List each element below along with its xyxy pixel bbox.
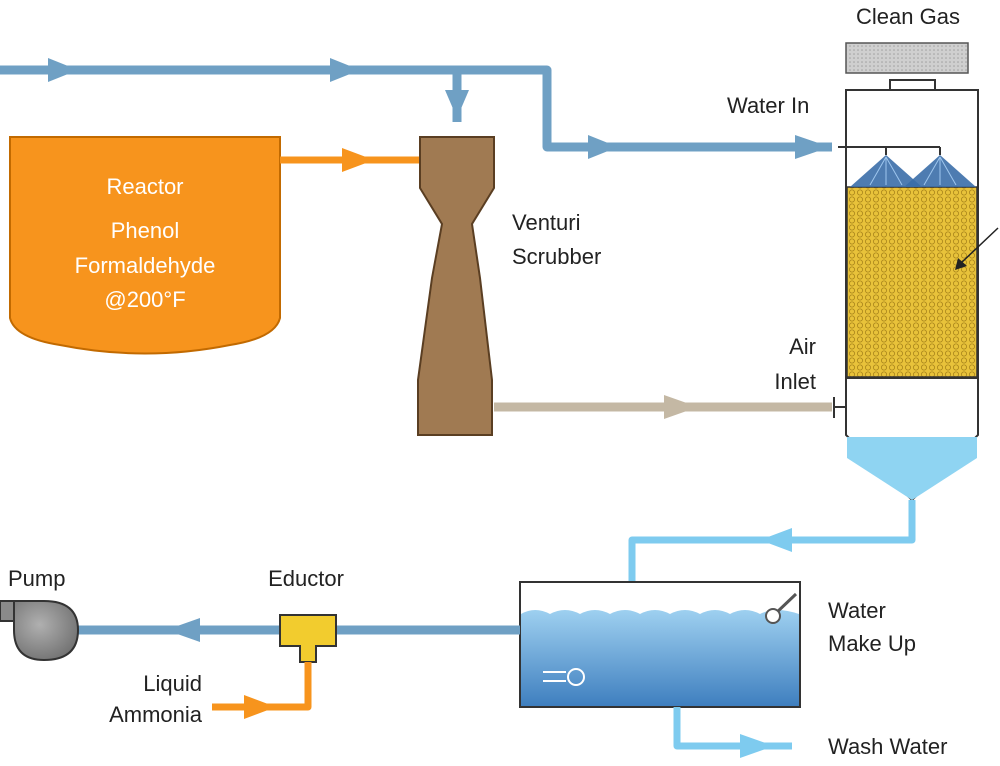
drain-symbol	[543, 671, 566, 682]
pump	[0, 600, 80, 662]
tower-sump-water	[847, 437, 977, 500]
wash-water-line	[673, 707, 792, 750]
air-inlet-label-line1: Air	[789, 334, 816, 359]
gas-arrow-down	[445, 90, 469, 118]
pump-label: Pump	[8, 566, 65, 591]
reactor-chemical-1: Phenol	[111, 218, 180, 243]
gas-arrows	[48, 58, 830, 159]
water-in-arrow	[795, 135, 830, 159]
drain-symbol-circle	[567, 668, 585, 686]
tower-top-cap	[889, 79, 936, 90]
gas-arrow-1	[48, 58, 78, 82]
water-in-label: Water In	[727, 93, 809, 118]
reactor-chemical-2: Formaldehyde	[75, 253, 216, 278]
tower-packing-bed	[846, 186, 978, 378]
tank-to-pump-arrow	[166, 618, 200, 642]
liquid-ammonia-label-line1: Liquid	[143, 671, 202, 696]
tank-water	[521, 610, 799, 706]
eductor	[279, 614, 337, 663]
venturi-to-tower-arrow	[664, 395, 698, 419]
venturi-label-line2: Scrubber	[512, 244, 601, 269]
air-inlet-label-line2: Inlet	[774, 369, 816, 394]
packed-tower: Clean Gas	[833, 4, 999, 502]
reactor-outlet-arrow	[342, 148, 374, 172]
water-makeup-label-line1: Water	[828, 598, 886, 623]
reactor-title: Reactor	[106, 174, 183, 199]
spray-detail-1	[869, 156, 903, 186]
ammonia-arrow	[244, 695, 276, 719]
air-inlet-flange	[833, 397, 846, 418]
packing-pointer-head	[955, 258, 967, 270]
gas-lines	[0, 65, 832, 152]
float-valve-ball	[765, 608, 781, 624]
liquid-ammonia-label-line2: Ammonia	[109, 702, 203, 727]
sump-drain-arrow	[760, 528, 792, 552]
packing-pointer	[959, 227, 999, 265]
spray-detail-2	[923, 156, 957, 186]
venturi-scrubber	[417, 136, 495, 436]
gas-arrow-2	[330, 58, 360, 82]
ammonia-line	[212, 662, 312, 711]
clean-gas-outlet	[845, 42, 969, 74]
top-gas-line	[0, 65, 832, 152]
wash-water-arrow	[740, 734, 774, 758]
clean-gas-label: Clean Gas	[856, 4, 960, 29]
gas-arrow-3	[588, 135, 618, 159]
wash-water-tank	[519, 581, 801, 708]
pump-casing	[13, 600, 80, 662]
venturi-label-line1: Venturi	[512, 210, 581, 235]
reactor-vessel	[9, 136, 281, 355]
eductor-label: Eductor	[268, 566, 344, 591]
wash-water-label: Wash Water	[828, 734, 947, 759]
water-makeup-label-line2: Make Up	[828, 631, 916, 656]
reactor-temperature: @200°F	[104, 287, 185, 312]
